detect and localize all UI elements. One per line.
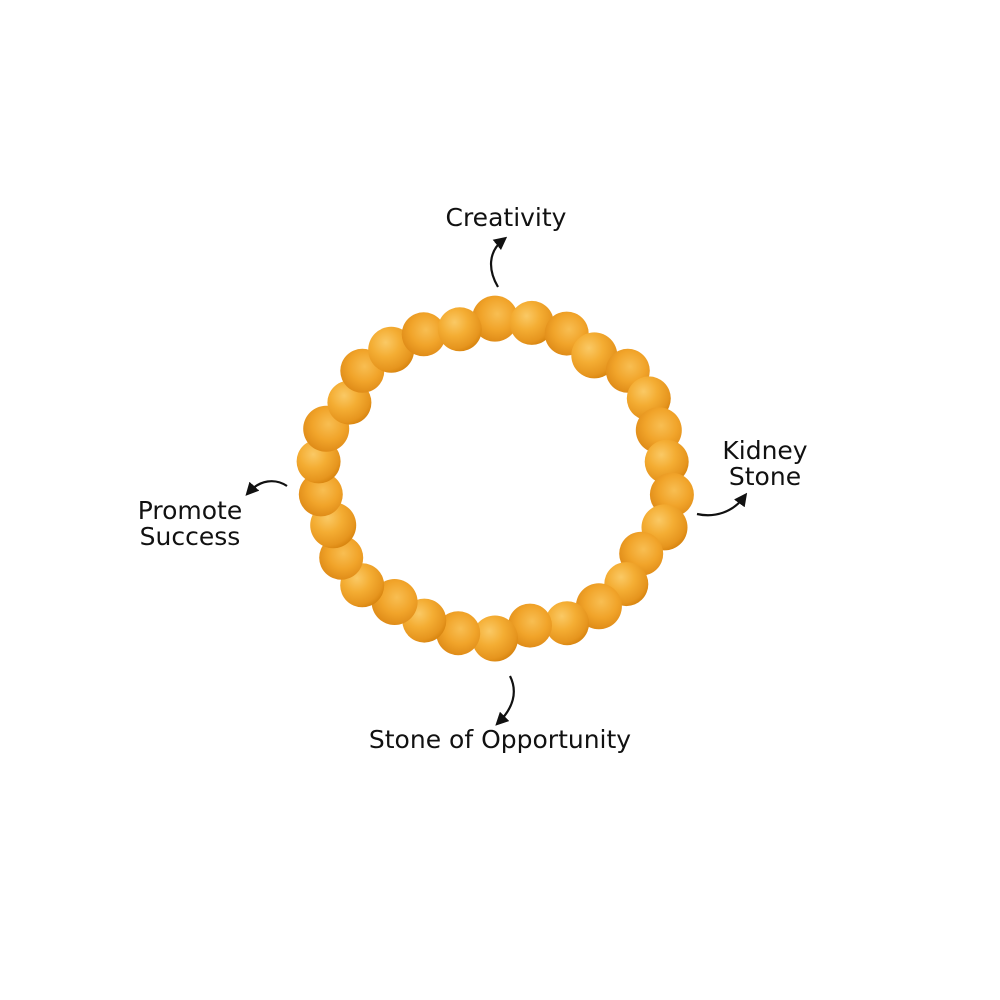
label-stone-of-opportunity: Stone of Opportunity [0, 727, 1000, 753]
label-stone-of-opportunity-text: Stone of Opportunity [368, 725, 632, 754]
bead [509, 300, 554, 345]
bead [545, 601, 590, 646]
bead [437, 307, 482, 352]
label-kidney-stone: Kidney Stone [690, 438, 840, 490]
arrow-right-icon [696, 492, 748, 517]
label-promote-success: Promote Success [110, 498, 270, 550]
label-kidney-stone-line2: Stone [728, 462, 802, 491]
bead [571, 332, 618, 379]
bead-ring [296, 295, 694, 662]
label-promote-success-line2: Success [139, 522, 241, 551]
bead [644, 439, 689, 484]
arrow-left-icon [245, 480, 288, 496]
bead [298, 472, 343, 517]
bead [436, 611, 481, 656]
bead [508, 603, 552, 648]
label-creativity: Creativity [6, 205, 1000, 231]
label-kidney-stone-line1: Kidney [722, 436, 808, 465]
arrow-bottom-icon [495, 675, 515, 726]
bead [401, 312, 446, 357]
arrow-top-icon [490, 236, 508, 288]
bead [472, 615, 518, 662]
label-creativity-text: Creativity [445, 203, 567, 232]
bead [472, 295, 518, 342]
label-promote-success-line1: Promote [137, 496, 243, 525]
